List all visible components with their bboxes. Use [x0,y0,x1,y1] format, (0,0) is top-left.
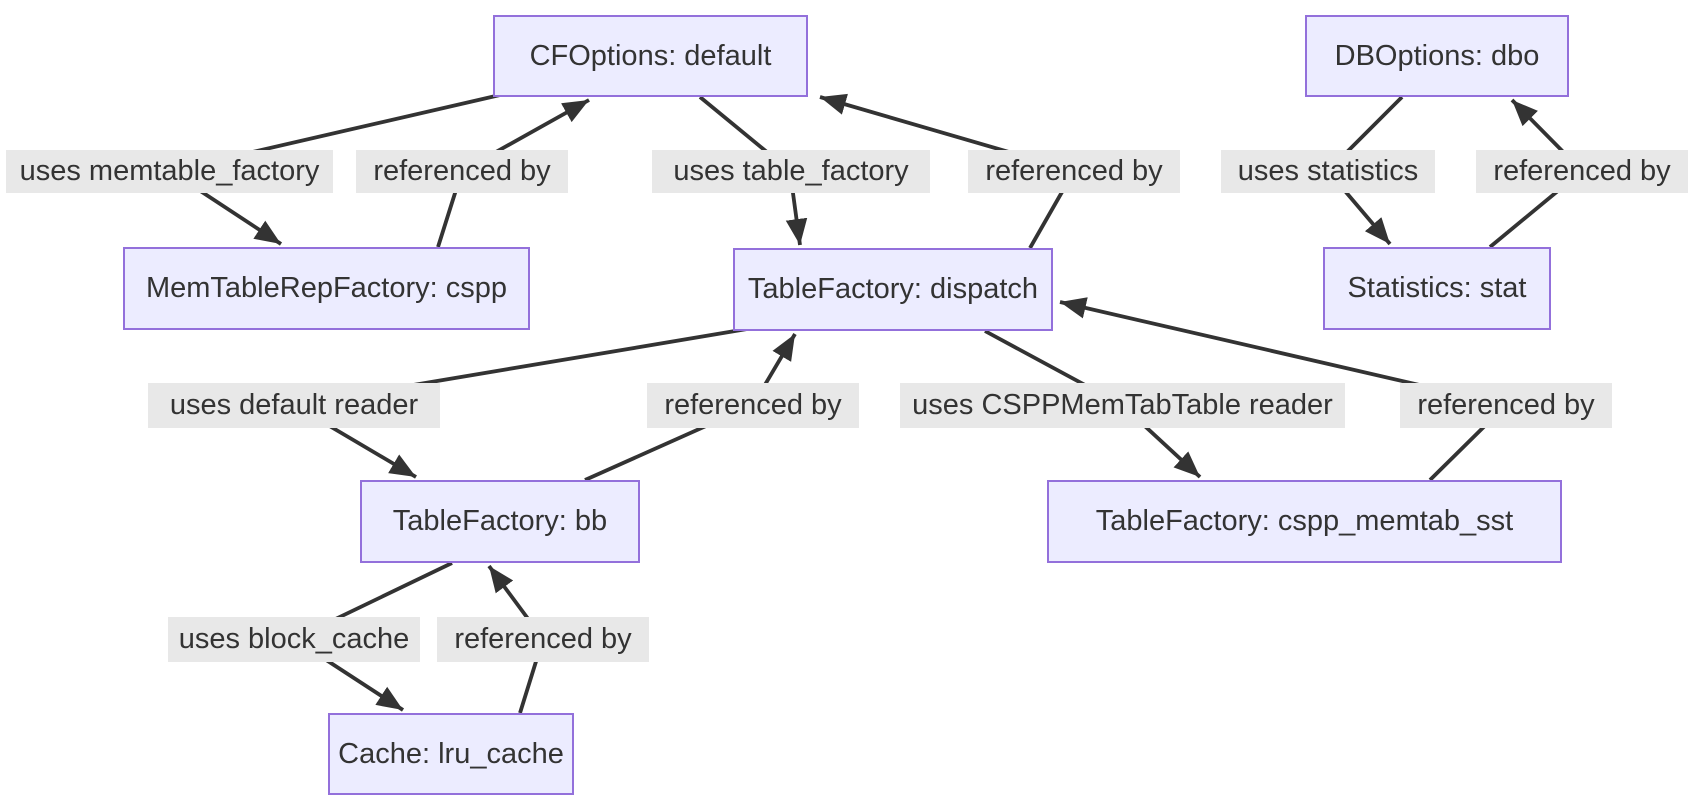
edge-label-uses-default-reader: uses default reader [148,383,440,428]
edge-label-referenced-by-lru-bb: referenced by [437,617,649,662]
node-tablefactory-dispatch: TableFactory: dispatch [733,248,1053,331]
node-cfoptions-default: CFOptions: default [493,15,808,97]
node-statistics-stat: Statistics: stat [1323,247,1551,330]
edge-label-referenced-by-bb-dispatch: referenced by [647,383,859,428]
edge-label-uses-csppmemtabtable-reader: uses CSPPMemTabTable reader [900,383,1345,428]
node-memtablerepfactory-cspp: MemTableRepFactory: cspp [123,247,530,330]
edge-label-referenced-by-memtable-cfo: referenced by [356,150,568,193]
edge-label-referenced-by-stat-dbo: referenced by [1476,150,1688,193]
edge-label-uses-table-factory: uses table_factory [652,150,930,193]
edge-label-referenced-by-csppsst-dispatch: referenced by [1400,383,1612,428]
edge-label-uses-statistics: uses statistics [1221,150,1435,193]
node-tablefactory-cspp-memtab-sst: TableFactory: cspp_memtab_sst [1047,480,1562,563]
edge-label-uses-block-cache: uses block_cache [168,617,420,662]
node-dboptions-dbo: DBOptions: dbo [1305,15,1569,97]
node-cache-lru-cache: Cache: lru_cache [328,713,574,795]
edge-label-uses-memtable-factory: uses memtable_factory [6,150,333,193]
edge-label-referenced-by-dispatch-cfo: referenced by [968,150,1180,193]
node-tablefactory-bb: TableFactory: bb [360,480,640,563]
